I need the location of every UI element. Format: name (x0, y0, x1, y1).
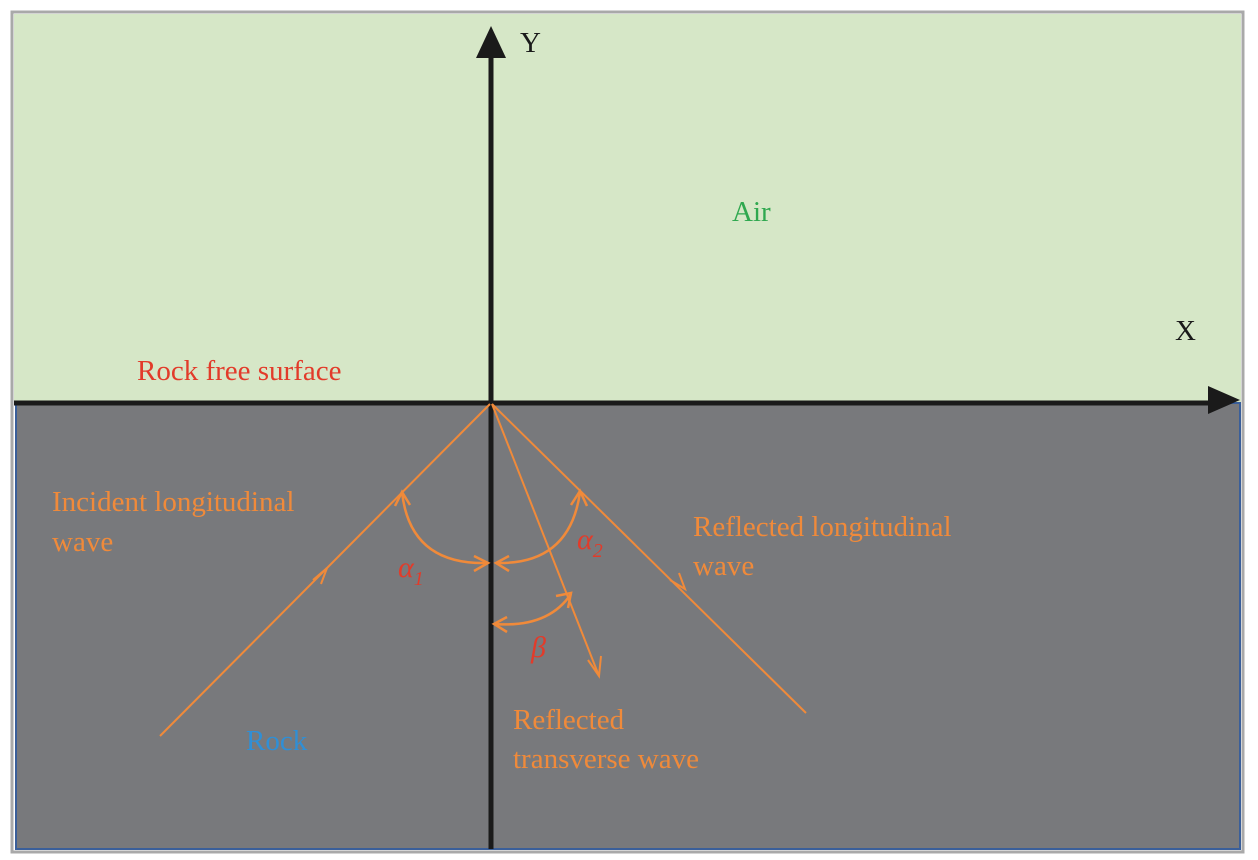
reflected-longitudinal-label-line1: Reflected longitudinal (693, 511, 952, 543)
reflected-longitudinal-ray (491, 403, 807, 714)
reflected-longitudinal-label-line2: wave (693, 550, 754, 582)
diagram-frame (10, 10, 1245, 854)
rock-region (15, 402, 1241, 850)
alpha2-arc-arrow-top (569, 488, 589, 507)
beta-label: β (530, 631, 546, 664)
y-axis-label: Y (520, 27, 541, 59)
alpha1-label: α1 (398, 551, 424, 590)
x-axis-arrowhead (1208, 386, 1240, 414)
alpha2-arc-arrow-left (493, 554, 510, 573)
rock-free-surface-label: Rock free surface (137, 355, 342, 387)
reflected-transverse-arrow (587, 655, 602, 679)
y-axis-arrowhead (476, 26, 506, 58)
beta-arc-arrow-left (491, 615, 508, 634)
air-region (14, 14, 1241, 403)
alpha2-label: α2 (577, 523, 603, 562)
alpha1-arc (400, 491, 488, 565)
beta-arc (494, 593, 573, 626)
alpha1-arc-arrow-top (393, 489, 412, 507)
rock-label: Rock (246, 725, 308, 757)
reflected-longitudinal-arrow (669, 572, 687, 592)
alpha1-arc-arrow-right (473, 554, 491, 573)
incident-wave-label-line1: Incident longitudinal (52, 486, 294, 518)
reflected-transverse-ray (491, 403, 600, 677)
air-label: Air (732, 196, 771, 228)
incident-wave-label-line2: wave (52, 526, 113, 558)
beta-arc-arrow-top (555, 591, 573, 609)
alpha2-arc (495, 491, 582, 565)
reflected-transverse-label-line1: Reflected (513, 704, 625, 736)
x-axis-label: X (1175, 315, 1196, 347)
reflected-transverse-label-line2: transverse wave (513, 743, 699, 775)
incident-ray-arrow (312, 567, 328, 585)
